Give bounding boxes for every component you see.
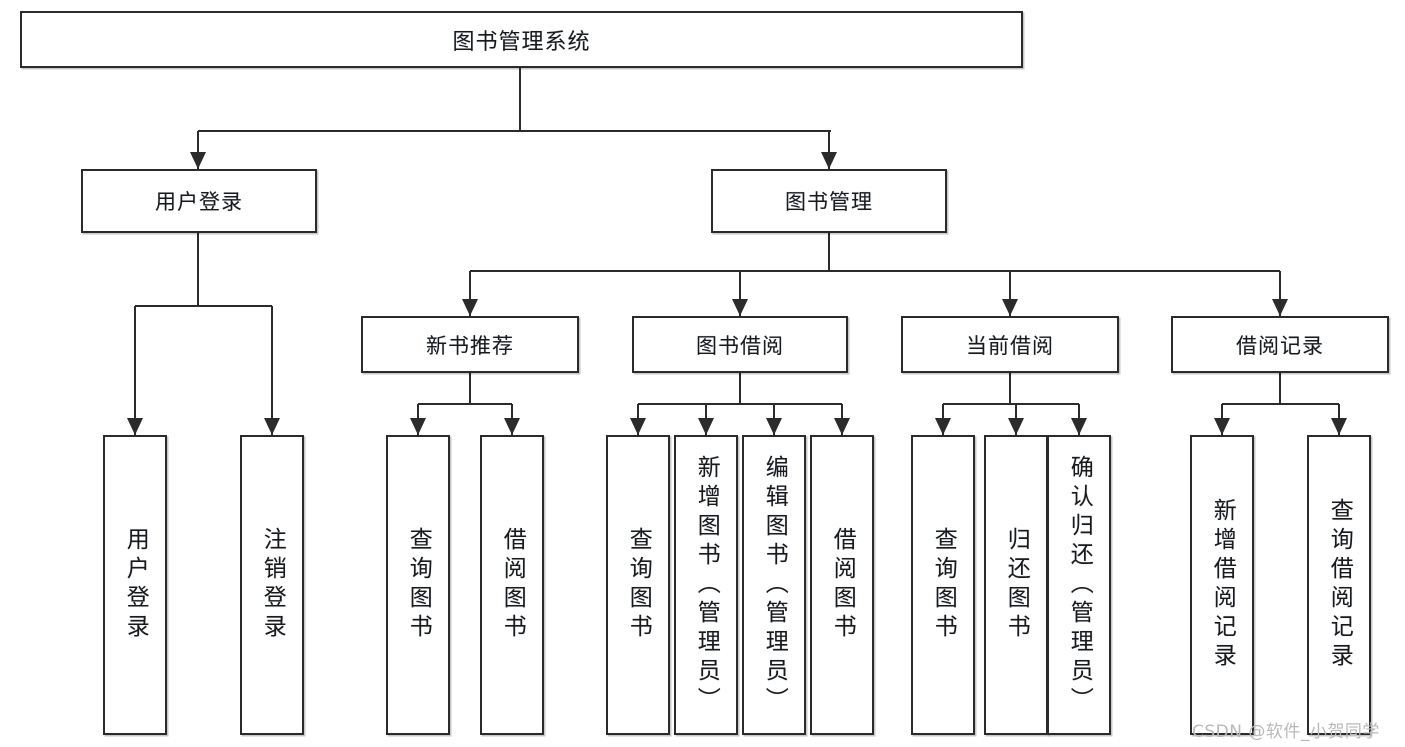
node-leaf-9[interactable]: 归还图书 xyxy=(984,435,1048,735)
arrowhead-l2-1-drops-0 xyxy=(630,418,646,435)
node-leaf-3-label: 借阅图书 xyxy=(499,527,526,643)
node-level2-3[interactable]: 借阅记录 xyxy=(1171,316,1389,373)
node-leaf-11-label: 新增借阅记录 xyxy=(1209,498,1236,672)
arrowhead-l2-3-drops-1 xyxy=(1331,418,1347,435)
arrowhead-l2-2-drops-0 xyxy=(935,418,951,435)
arrowhead-l2-1-drops-3 xyxy=(834,418,850,435)
arrowhead-l2-3-drops-0 xyxy=(1214,418,1230,435)
node-leaf-3[interactable]: 借阅图书 xyxy=(480,435,544,735)
node-level1-1[interactable]: 图书管理 xyxy=(711,169,947,233)
node-level2-2[interactable]: 当前借阅 xyxy=(901,316,1119,373)
node-level1-0[interactable]: 用户登录 xyxy=(81,169,317,233)
node-leaf-8[interactable]: 查询图书 xyxy=(911,435,975,735)
node-leaf-4[interactable]: 查询图书 xyxy=(606,435,670,735)
arrowhead-l2-1-drops-1 xyxy=(698,418,714,435)
arrowhead-l2-0-drops-0 xyxy=(410,418,426,435)
arrowhead-root-drops-1 xyxy=(821,152,837,169)
connector-l1-1-drops-2 xyxy=(1008,271,1012,316)
connector-l1-1-stem xyxy=(827,233,831,272)
node-leaf-1[interactable]: 注销登录 xyxy=(240,435,304,735)
arrowhead-l2-0-drops-1 xyxy=(504,418,520,435)
arrowhead-l1-0-drops-1 xyxy=(264,418,280,435)
connector-l1-1-drops-1 xyxy=(738,271,742,316)
connector-l1-0-stem xyxy=(196,233,200,307)
node-leaf-8-label: 查询图书 xyxy=(930,527,957,643)
arrowhead-l2-2-drops-2 xyxy=(1071,418,1087,435)
node-root[interactable]: 图书管理系统 xyxy=(20,11,1023,68)
node-level2-0[interactable]: 新书推荐 xyxy=(361,316,579,373)
node-leaf-11[interactable]: 新增借阅记录 xyxy=(1190,435,1254,735)
node-root-label: 图书管理系统 xyxy=(452,29,591,55)
connector-l1-1-bus xyxy=(470,269,1280,273)
node-leaf-10[interactable]: 确认归还（管理员） xyxy=(1047,435,1111,735)
connector-l1-0-bus xyxy=(135,304,272,308)
arrowhead-l1-0-drops-0 xyxy=(127,418,143,435)
connector-l2-0-stem xyxy=(468,373,472,405)
connector-l2-3-bus xyxy=(1222,402,1339,406)
node-leaf-10-label: 确认归还（管理员） xyxy=(1066,454,1093,716)
arrowhead-l1-1-drops-3 xyxy=(1272,299,1288,316)
node-level2-3-label: 借阅记录 xyxy=(1236,333,1324,358)
node-leaf-2[interactable]: 查询图书 xyxy=(386,435,450,735)
connector-l2-0-bus xyxy=(418,402,512,406)
arrowhead-l2-2-drops-1 xyxy=(1008,418,1024,435)
connector-l2-2-bus xyxy=(943,402,1079,406)
node-level2-1[interactable]: 图书借阅 xyxy=(632,316,848,373)
connector-l1-0-drops-1 xyxy=(270,306,274,435)
node-level2-2-label: 当前借阅 xyxy=(966,333,1054,358)
watermark: CSDN @软件_小贺同学 xyxy=(1192,722,1380,742)
node-leaf-6-label: 编辑图书（管理员） xyxy=(761,454,788,716)
arrowhead-l1-1-drops-1 xyxy=(732,299,748,316)
connector-l1-1-drops-0 xyxy=(468,271,472,316)
connector-l2-2-stem xyxy=(1008,373,1012,405)
arrowhead-l2-1-drops-2 xyxy=(766,418,782,435)
connector-root-drops-0 xyxy=(196,131,200,169)
node-leaf-1-label: 注销登录 xyxy=(259,527,286,643)
node-leaf-5-label: 新增图书（管理员） xyxy=(693,454,720,716)
node-leaf-4-label: 查询图书 xyxy=(625,527,652,643)
connector-l2-3-stem xyxy=(1278,373,1282,405)
node-level2-0-label: 新书推荐 xyxy=(426,333,514,358)
node-leaf-0[interactable]: 用户登录 xyxy=(103,435,167,735)
connector-l2-1-bus xyxy=(638,402,842,406)
node-leaf-12[interactable]: 查询借阅记录 xyxy=(1307,435,1371,735)
node-leaf-9-label: 归还图书 xyxy=(1003,527,1030,643)
connector-l2-1-stem xyxy=(738,373,742,405)
node-leaf-0-label: 用户登录 xyxy=(122,527,149,643)
arrowhead-l1-1-drops-0 xyxy=(462,299,478,316)
node-leaf-5[interactable]: 新增图书（管理员） xyxy=(674,435,738,735)
node-leaf-7[interactable]: 借阅图书 xyxy=(810,435,874,735)
connector-root-bus xyxy=(198,129,831,133)
connector-root-stem xyxy=(518,68,522,132)
connector-root-drops-1 xyxy=(827,131,831,169)
connector-l1-0-drops-0 xyxy=(133,306,137,435)
node-level1-1-label: 图书管理 xyxy=(785,190,873,214)
node-leaf-6[interactable]: 编辑图书（管理员） xyxy=(742,435,806,735)
node-level1-0-label: 用户登录 xyxy=(155,190,243,214)
node-leaf-2-label: 查询图书 xyxy=(405,527,432,643)
node-level2-1-label: 图书借阅 xyxy=(696,333,784,358)
arrowhead-root-drops-0 xyxy=(190,152,206,169)
connector-l1-1-drops-3 xyxy=(1278,271,1282,316)
node-leaf-7-label: 借阅图书 xyxy=(829,527,856,643)
node-leaf-12-label: 查询借阅记录 xyxy=(1326,498,1353,672)
arrowhead-l1-1-drops-2 xyxy=(1002,299,1018,316)
